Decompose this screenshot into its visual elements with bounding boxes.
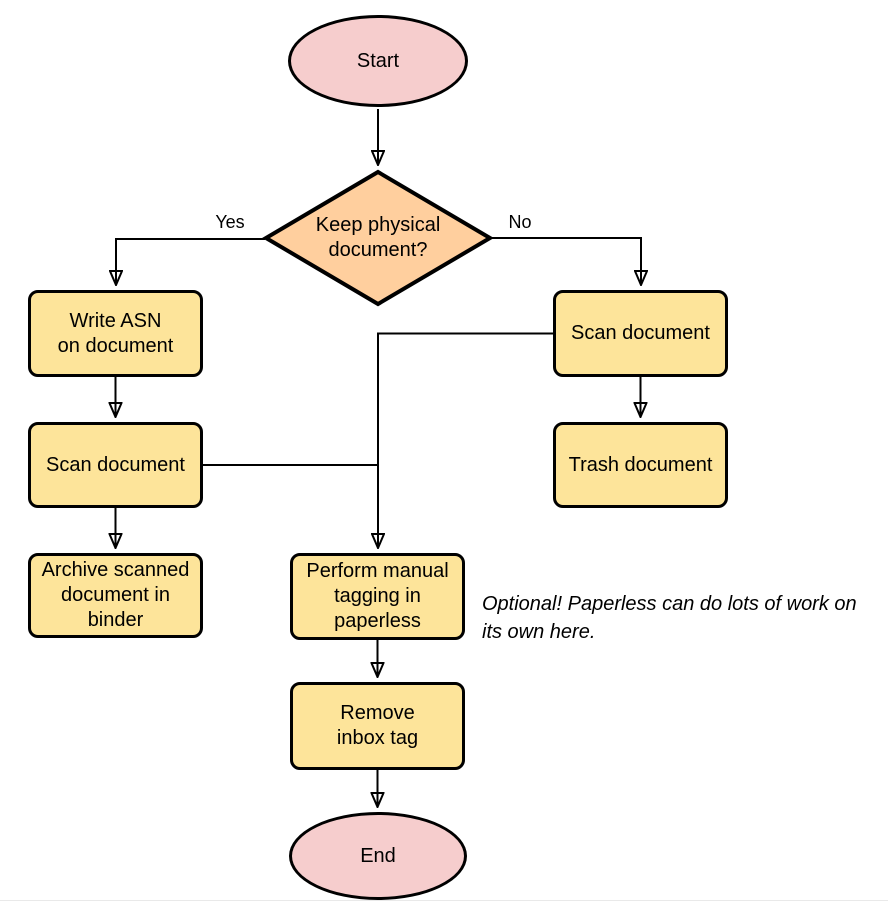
perform-tagging-node: Perform manual tagging in paperless: [290, 553, 465, 640]
optional-note: Optional! Paperless can do lots of work …: [482, 593, 857, 643]
page-bottom-divider: [0, 900, 888, 901]
start-node: Start: [288, 15, 468, 107]
end-label: End: [360, 844, 396, 867]
scan-document-left-label: Scan document: [46, 453, 185, 476]
scan-document-left-node: Scan document: [28, 422, 203, 508]
edge-decision-no-to-scan-right: [489, 237, 641, 284]
scan-document-right-node: Scan document: [553, 290, 728, 377]
edge-decision-yes-to-write-asn: [116, 238, 265, 284]
remove-inbox-tag-node: Remove inbox tag: [290, 682, 465, 770]
archive-node: Archive scanned document in binder: [28, 553, 203, 638]
trash-document-label: Trash document: [568, 453, 713, 476]
write-asn-label: Write ASN on document: [57, 309, 174, 357]
perform-tagging-label: Perform manual tagging in paperless: [306, 560, 449, 632]
archive-label: Archive scanned document in binder: [41, 559, 190, 631]
trash-document-node: Trash document: [553, 422, 728, 508]
edge-label-no: No: [508, 212, 532, 232]
remove-inbox-tag-label: Remove inbox tag: [336, 702, 419, 749]
decision-node-label: Keep physical document?: [315, 214, 441, 261]
scan-document-right-label: Scan document: [571, 322, 710, 344]
write-asn-node: Write ASN on document: [28, 290, 203, 377]
edge-label-yes: Yes: [215, 212, 245, 232]
start-label: Start: [356, 49, 400, 72]
end-node: End: [289, 812, 467, 900]
edge-scan-right-to-perform-tagging: [378, 332, 553, 548]
